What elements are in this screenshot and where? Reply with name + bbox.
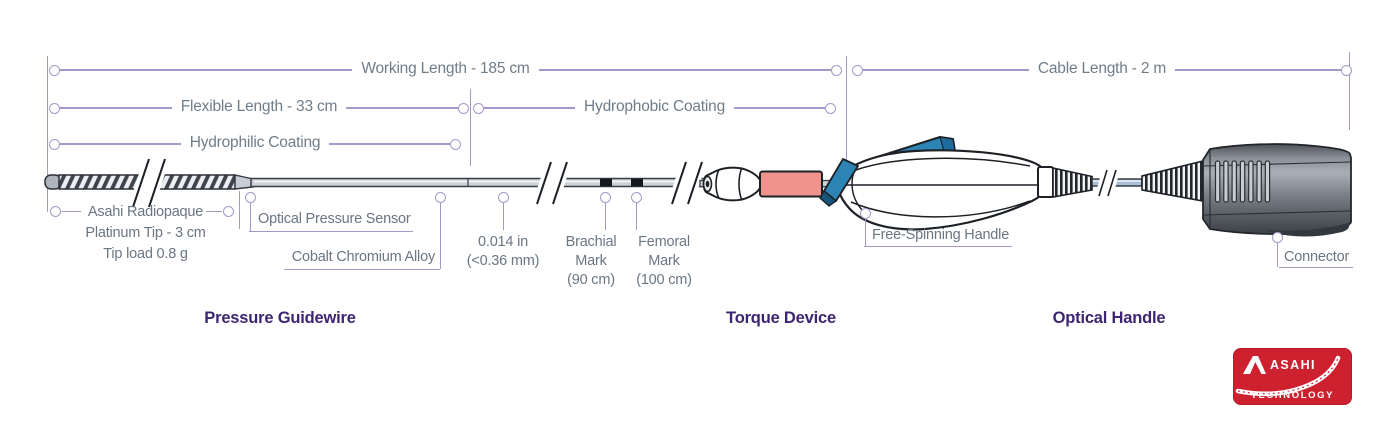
leader-dot-icon bbox=[860, 208, 871, 219]
leader-dot-icon bbox=[498, 192, 509, 203]
alloy-label: Cobalt Chromium Alloy bbox=[291, 249, 435, 265]
leader-dash bbox=[206, 210, 222, 212]
section-title-pressure-guidewire: Pressure Guidewire bbox=[204, 309, 356, 327]
diameter-label: 0.014 in (<0.36 mm) bbox=[466, 234, 540, 269]
leader-dot-icon bbox=[245, 192, 256, 203]
hydrophobic-coating-measure: Hydrophobic Coating bbox=[473, 98, 837, 116]
leader-line bbox=[604, 203, 606, 230]
measure-endpoint-icon bbox=[1341, 64, 1353, 76]
working-length-label: Working Length - 185 cm bbox=[361, 60, 530, 78]
flexible-length-measure: Flexible Length - 33 cm bbox=[49, 98, 470, 116]
leader-line bbox=[239, 191, 241, 229]
logo-brand-text: ASAHI bbox=[1270, 358, 1316, 372]
hydrophilic-coating-label: Hydrophilic Coating bbox=[189, 134, 321, 152]
leader-dot-icon bbox=[631, 192, 642, 203]
optical-handle-graphic bbox=[819, 136, 1049, 231]
section-title-torque-device: Torque Device bbox=[726, 309, 836, 327]
section-title-optical-handle: Optical Handle bbox=[1052, 309, 1166, 327]
connector-label: Connector bbox=[1284, 249, 1350, 265]
leader-dot-icon bbox=[223, 206, 234, 217]
guidewire-tip-graphic bbox=[44, 155, 236, 211]
hydrophilic-coating-measure: Hydrophilic Coating bbox=[49, 134, 462, 152]
guide-line-working-end bbox=[846, 56, 848, 162]
optical-sensor-label: Optical Pressure Sensor bbox=[258, 211, 411, 227]
measure-endpoint-icon bbox=[852, 64, 863, 76]
working-length-measure: Working Length - 185 cm bbox=[49, 60, 843, 78]
asahi-technology-logo: ASAHI TECHNOLOGY bbox=[1233, 348, 1352, 405]
leader-dot-icon bbox=[600, 192, 611, 203]
flexible-length-label: Flexible Length - 33 cm bbox=[180, 98, 338, 116]
logo-sub-text: TECHNOLOGY bbox=[1250, 390, 1335, 401]
brachial-mark-label: Brachial Mark (90 cm) bbox=[565, 234, 617, 288]
measure-endpoint-icon bbox=[825, 102, 837, 114]
leader-dot-icon bbox=[435, 192, 446, 203]
leader-line bbox=[1276, 243, 1278, 267]
leader-line bbox=[635, 203, 637, 230]
cable-length-label: Cable Length - 2 m bbox=[1037, 60, 1167, 78]
asahi-mountain-icon bbox=[1243, 356, 1266, 374]
leader-line bbox=[439, 203, 441, 269]
tip-label: Asahi Radiopaque Platinum Tip - 3 cm Tip… bbox=[85, 204, 206, 262]
guide-line-cable-end bbox=[1349, 52, 1351, 130]
measure-endpoint-icon bbox=[458, 102, 470, 114]
leader-line bbox=[864, 219, 866, 246]
cable-length-measure: Cable Length - 2 m bbox=[852, 60, 1353, 78]
guidewire-swoosh-icon bbox=[1235, 355, 1341, 397]
measure-endpoint-icon bbox=[473, 102, 484, 114]
free-spinning-handle-label: Free-Spinning Handle bbox=[872, 227, 1010, 243]
leader-dot-icon bbox=[50, 206, 61, 217]
measure-endpoint-icon bbox=[49, 138, 60, 150]
label-underline bbox=[864, 246, 1012, 248]
connector-graphic bbox=[1202, 143, 1352, 237]
measure-endpoint-icon bbox=[49, 102, 60, 114]
label-underline bbox=[284, 269, 440, 271]
cable-graphic bbox=[1037, 159, 1204, 202]
guide-line-flexible-end bbox=[470, 89, 472, 166]
leader-line bbox=[249, 203, 251, 231]
leader-dot-icon bbox=[1272, 232, 1283, 243]
label-underline bbox=[1279, 267, 1353, 269]
leader-dash bbox=[62, 210, 81, 212]
hydrophobic-coating-label: Hydrophobic Coating bbox=[584, 98, 725, 116]
torque-device-graphic bbox=[702, 166, 823, 202]
measure-endpoint-icon bbox=[831, 64, 843, 76]
label-underline bbox=[249, 231, 413, 233]
guide-line-left bbox=[47, 56, 49, 212]
femoral-mark-label: Femoral Mark (100 cm) bbox=[636, 234, 692, 288]
leader-line bbox=[502, 203, 504, 230]
measure-endpoint-icon bbox=[49, 64, 60, 76]
measure-endpoint-icon bbox=[450, 138, 462, 150]
